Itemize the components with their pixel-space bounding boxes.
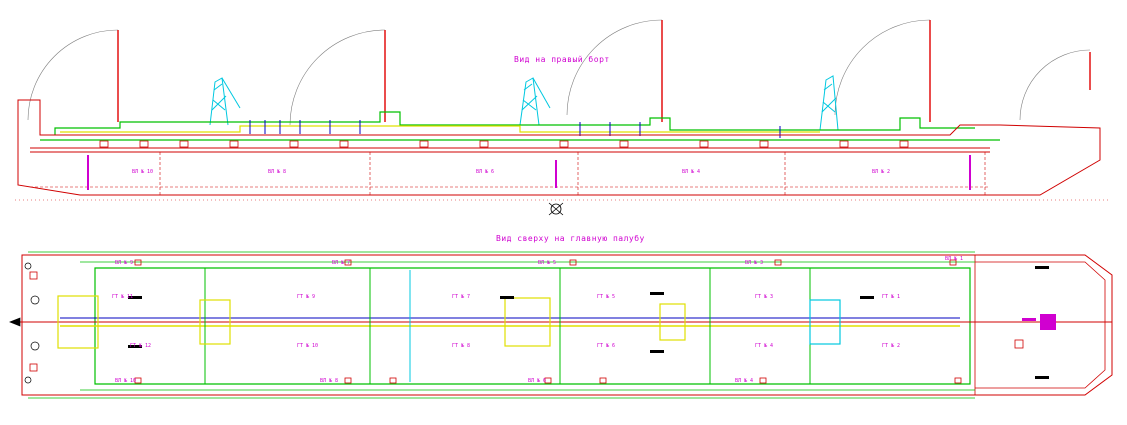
deck-fittings — [249, 120, 781, 138]
deck-hatches — [99, 140, 909, 148]
cargo-tank-label: ГТ № 12 — [130, 343, 151, 349]
cargo-tank-label: ГТ № 11 — [112, 294, 133, 300]
masts — [117, 20, 1091, 122]
ballast-tank-label: ВЛ № 7 — [332, 260, 350, 266]
side-compartment-labels: ВЛ № 10 ВЛ № 8 ВЛ № 6 ВЛ № 4 ВЛ № 2 — [132, 169, 890, 175]
side-compartment-label: ВЛ № 4 — [682, 169, 700, 175]
hull-plan — [21, 254, 1113, 396]
compartment-dividers — [30, 152, 990, 195]
center-mark-icon — [548, 202, 564, 216]
cargo-tank-label: ГТ № 6 — [597, 343, 615, 349]
cargo-tank-label: ГТ № 2 — [882, 343, 900, 349]
cargo-tank-label: ГТ № 8 — [452, 343, 470, 349]
crane-3 — [819, 75, 839, 131]
side-compartment-label: ВЛ № 8 — [268, 169, 286, 175]
ballast-tank-label: ВЛ № 4 — [735, 378, 753, 384]
side-compartment-label: ВЛ № 6 — [476, 169, 494, 175]
deck-pipes — [40, 111, 1000, 141]
mast-swing-arcs — [27, 19, 1091, 126]
cargo-tank-labels-upper: ГТ № 11 ГТ № 9 ГТ № 7 ГТ № 5 ГТ № 3 ГТ №… — [112, 294, 900, 300]
side-compartment-label: ВЛ № 10 — [132, 169, 153, 175]
plan-view: ГТ № 11 ГТ № 9 ГТ № 7 ГТ № 5 ГТ № 3 ГТ №… — [9, 251, 1113, 399]
ballast-tank-label: ВЛ № 8 — [320, 378, 338, 384]
ballast-labels-lower: ВЛ № 10 ВЛ № 8 ВЛ № 6 ВЛ № 4 — [115, 378, 753, 384]
cranes — [209, 75, 839, 131]
side-markers — [87, 155, 971, 190]
cargo-tank-label: ГТ № 1 — [882, 294, 900, 300]
ballast-tank-label: ВЛ № 3 — [745, 260, 763, 266]
ballast-labels-upper: ВЛ № 9 ВЛ № 7 ВЛ № 5 ВЛ № 3 ВЛ № 1 — [115, 256, 963, 266]
deck-equipment — [29, 259, 1024, 384]
cargo-tank-label: ГТ № 10 — [297, 343, 318, 349]
ballast-tank-label: ВЛ № 9 — [115, 260, 133, 266]
crane-1 — [209, 77, 241, 126]
ballast-tank-label: ВЛ № 5 — [538, 260, 556, 266]
anchor-winch-icon — [1022, 314, 1056, 330]
tank-block — [94, 267, 971, 385]
side-view-title: Вид на правый борт — [514, 55, 610, 64]
ballast-tank-label: ВЛ № 1 — [945, 256, 963, 262]
tank-dividers — [204, 268, 811, 384]
manifolds — [57, 295, 841, 349]
hatch-bars — [128, 266, 1049, 379]
side-view: ВЛ № 10 ВЛ № 8 ВЛ № 6 ВЛ № 4 ВЛ № 2 — [15, 19, 1110, 216]
plan-view-title: Вид сверху на главную палубу — [496, 234, 645, 243]
side-compartment-label: ВЛ № 2 — [872, 169, 890, 175]
ballast-tank-label: ВЛ № 6 — [528, 378, 546, 384]
cargo-tank-label: ГТ № 3 — [755, 294, 773, 300]
cargo-tank-label: ГТ № 4 — [755, 343, 773, 349]
hull-side — [17, 99, 1101, 196]
cargo-tank-label: ГТ № 7 — [452, 294, 470, 300]
cargo-tank-label: ГТ № 5 — [597, 294, 615, 300]
ballast-tank-label: ВЛ № 10 — [115, 378, 136, 384]
stern-fittings — [9, 262, 40, 384]
cargo-tank-labels-lower: ГТ № 12 ГТ № 10 ГТ № 8 ГТ № 6 ГТ № 4 ГТ … — [130, 343, 900, 349]
cargo-tank-label: ГТ № 9 — [297, 294, 315, 300]
crane-2 — [519, 77, 551, 126]
